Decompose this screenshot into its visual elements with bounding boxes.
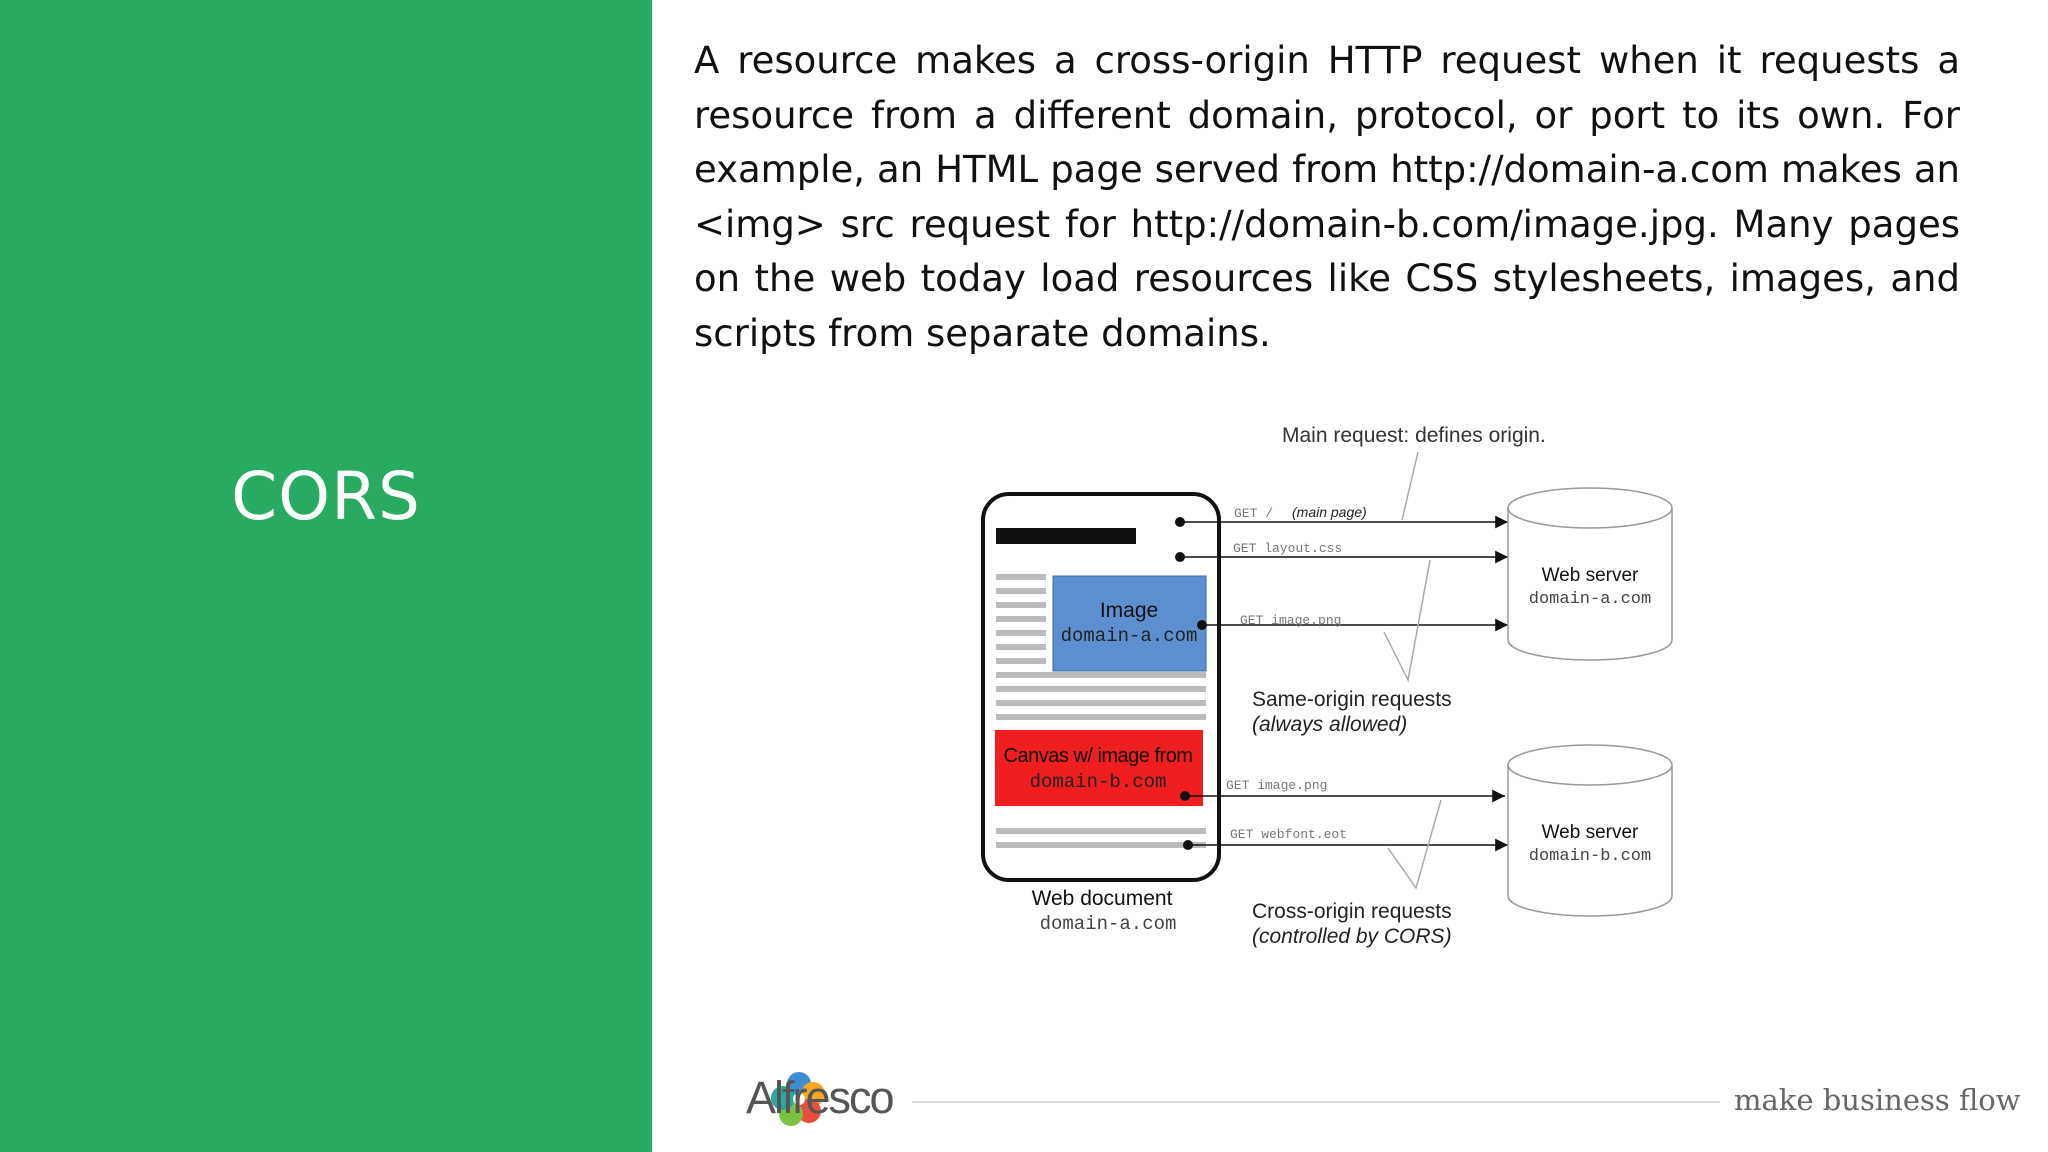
request-arrows — [1180, 515, 1508, 852]
canvas-box-domain: domain-b.com — [1030, 771, 1167, 793]
same-origin-label: Same-origin requests — [1252, 688, 1452, 711]
server-a-domain: domain-a.com — [1529, 590, 1651, 609]
image-box-title: Image — [1100, 599, 1158, 622]
cross-origin-label: Cross-origin requests — [1252, 900, 1452, 923]
server-a-cylinder — [1507, 487, 1673, 661]
web-document-label: Web document — [1032, 887, 1173, 910]
server-b-cylinder — [1507, 744, 1673, 917]
document-header-bar — [996, 528, 1136, 544]
title-panel — [0, 0, 652, 1152]
main-request-note: Main request: defines origin. — [1282, 424, 1546, 447]
request-group-pointers — [1383, 559, 1442, 890]
request-origin-dots — [1175, 517, 1207, 850]
footer-divider — [912, 1101, 1720, 1103]
image-box — [1052, 575, 1207, 672]
canvas-box — [995, 730, 1203, 806]
slide-title: CORS — [231, 458, 421, 535]
main-request-pointer — [1401, 451, 1419, 521]
cross-origin-note: (controlled by CORS) — [1252, 925, 1452, 948]
request-get-main: GET / — [1234, 506, 1273, 521]
request-get-webfont: GET webfont.eot — [1230, 827, 1347, 842]
canvas-box-title: Canvas w/ image from — [1004, 745, 1193, 767]
server-b-domain: domain-b.com — [1529, 847, 1651, 866]
web-document-domain: domain-a.com — [1040, 913, 1177, 935]
alfresco-logo-icon — [771, 1072, 825, 1126]
same-origin-note: (always allowed) — [1252, 713, 1407, 736]
server-a-label: Web server — [1542, 565, 1639, 586]
document-text-lines — [996, 574, 1206, 848]
request-get-layout: GET layout.css — [1233, 541, 1342, 556]
server-b-label: Web server — [1542, 822, 1639, 843]
brand-name: Alfresco — [746, 1072, 895, 1123]
request-main-page: (main page) — [1292, 504, 1367, 520]
image-box-domain: domain-a.com — [1061, 625, 1198, 647]
slide-body-text: A resource makes a cross-origin HTTP req… — [694, 39, 1960, 355]
request-get-image-b: GET image.png — [1226, 778, 1327, 793]
request-get-image-a: GET image.png — [1240, 613, 1341, 628]
brand-tagline: make business flow — [1734, 1083, 2021, 1117]
